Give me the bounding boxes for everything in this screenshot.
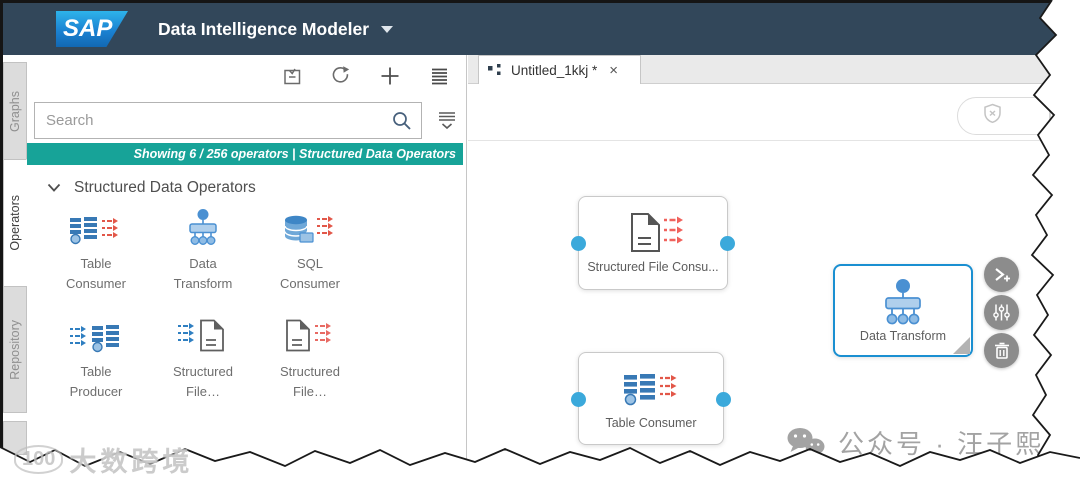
chevron-down-icon (47, 183, 61, 192)
graph-canvas[interactable]: Untitled_1kkj * × (468, 55, 1080, 484)
operators-panel: Showing 6 / 256 operators | Structured D… (27, 55, 467, 484)
sap-logo-text: SAP (63, 15, 113, 42)
page-title: Data Intelligence Modeler (158, 18, 370, 39)
search-icon[interactable] (391, 110, 413, 137)
status-banner: Showing 6 / 256 operators | Structured D… (27, 143, 463, 165)
panel-toolbar (281, 65, 450, 87)
watermark-badge: 100 (14, 445, 64, 474)
rail-tab-operators[interactable]: Operators (3, 159, 27, 287)
resize-handle[interactable] (953, 337, 970, 354)
configure-icon[interactable] (984, 295, 1019, 330)
section-title: Structured Data Operators (74, 179, 256, 196)
node-action-buttons (984, 257, 1019, 368)
operator-structured-file-in[interactable]: Structured File… (151, 315, 255, 402)
node-data-transform[interactable]: Data Transform (833, 264, 973, 357)
wechat-icon (787, 427, 825, 458)
side-rail: Graphs Operators Repository (3, 55, 27, 484)
operator-label: Structured File… (280, 364, 340, 400)
structured-file-out-icon (258, 315, 362, 353)
operator-label: Table Producer (69, 364, 123, 400)
rail-tab-repository-label: Repository (8, 319, 22, 380)
output-port[interactable] (720, 236, 735, 251)
search-box (34, 102, 422, 139)
node-label: Structured File Consu... (587, 260, 719, 274)
operator-structured-file-out[interactable]: Structured File… (258, 315, 362, 402)
corner-watermark: 100 大数跨境 (14, 440, 193, 479)
operator-sql-consumer[interactable]: SQL Consumer (258, 207, 362, 294)
node-label: Table Consumer (605, 416, 697, 430)
rail-tab-graphs[interactable]: Graphs (3, 62, 27, 160)
export-box-icon[interactable] (281, 65, 303, 87)
app-header: SAP Data Intelligence Modeler (0, 3, 1080, 55)
table-producer-icon (44, 315, 148, 353)
watermark-text: 公众号 · 汪子熙 (838, 429, 1045, 459)
node-table-consumer[interactable]: Table Consumer (571, 352, 731, 445)
node-label: Data Transform (859, 329, 947, 343)
canvas-divider (468, 140, 1080, 141)
shield-x-icon[interactable] (982, 103, 1003, 129)
chevron-down-icon[interactable] (381, 25, 394, 33)
wechat-watermark: 公众号 · 汪子熙 (786, 424, 1044, 461)
rail-tab-repository[interactable]: Repository (3, 286, 27, 413)
structured-file-in-icon (151, 315, 255, 353)
filter-icon[interactable] (436, 110, 458, 132)
watermark-text: 大数跨境 (69, 447, 194, 477)
close-icon[interactable]: × (609, 61, 619, 79)
rail-tab-graphs-label: Graphs (8, 90, 22, 132)
graph-tab-label: Untitled_1kkj * (511, 62, 598, 78)
refresh-icon[interactable] (330, 65, 352, 87)
data-transform-icon (835, 279, 971, 325)
operator-table-consumer[interactable]: Table Consumer (44, 207, 148, 294)
frame-edge-top (0, 0, 1080, 3)
run-icon[interactable] (1049, 104, 1069, 128)
delete-icon[interactable] (984, 333, 1019, 368)
operator-label: Table Consumer (66, 256, 126, 292)
data-transform-icon (151, 207, 255, 245)
table-consumer-icon (579, 366, 723, 412)
graph-icon (488, 64, 501, 75)
open-editor-icon[interactable] (984, 257, 1019, 292)
table-consumer-icon (44, 207, 148, 245)
operator-label: Structured File… (173, 364, 233, 400)
search-input[interactable] (44, 103, 378, 138)
sql-consumer-icon (258, 207, 362, 245)
node-structured-file-consumer[interactable]: Structured File Consu... (571, 196, 735, 290)
list-icon[interactable] (428, 65, 450, 87)
rail-tab-operators-label: Operators (8, 195, 22, 251)
input-port[interactable] (571, 236, 586, 251)
section-header[interactable]: Structured Data Operators (47, 179, 256, 197)
structured-file-out-icon (579, 210, 727, 256)
output-port[interactable] (716, 392, 731, 407)
search-row (34, 102, 458, 139)
operator-table-producer[interactable]: Table Producer (44, 315, 148, 402)
operator-label: SQL Consumer (280, 256, 340, 292)
sap-logo: SAP (56, 11, 128, 47)
canvas-toolbar (957, 97, 1080, 135)
frame-edge-left (0, 0, 3, 470)
operator-label: Data Transform (173, 256, 233, 292)
operator-data-transform[interactable]: Data Transform (151, 207, 255, 294)
add-icon[interactable] (379, 65, 401, 87)
input-port[interactable] (571, 392, 586, 407)
graph-tab[interactable]: Untitled_1kkj * × (478, 55, 641, 84)
